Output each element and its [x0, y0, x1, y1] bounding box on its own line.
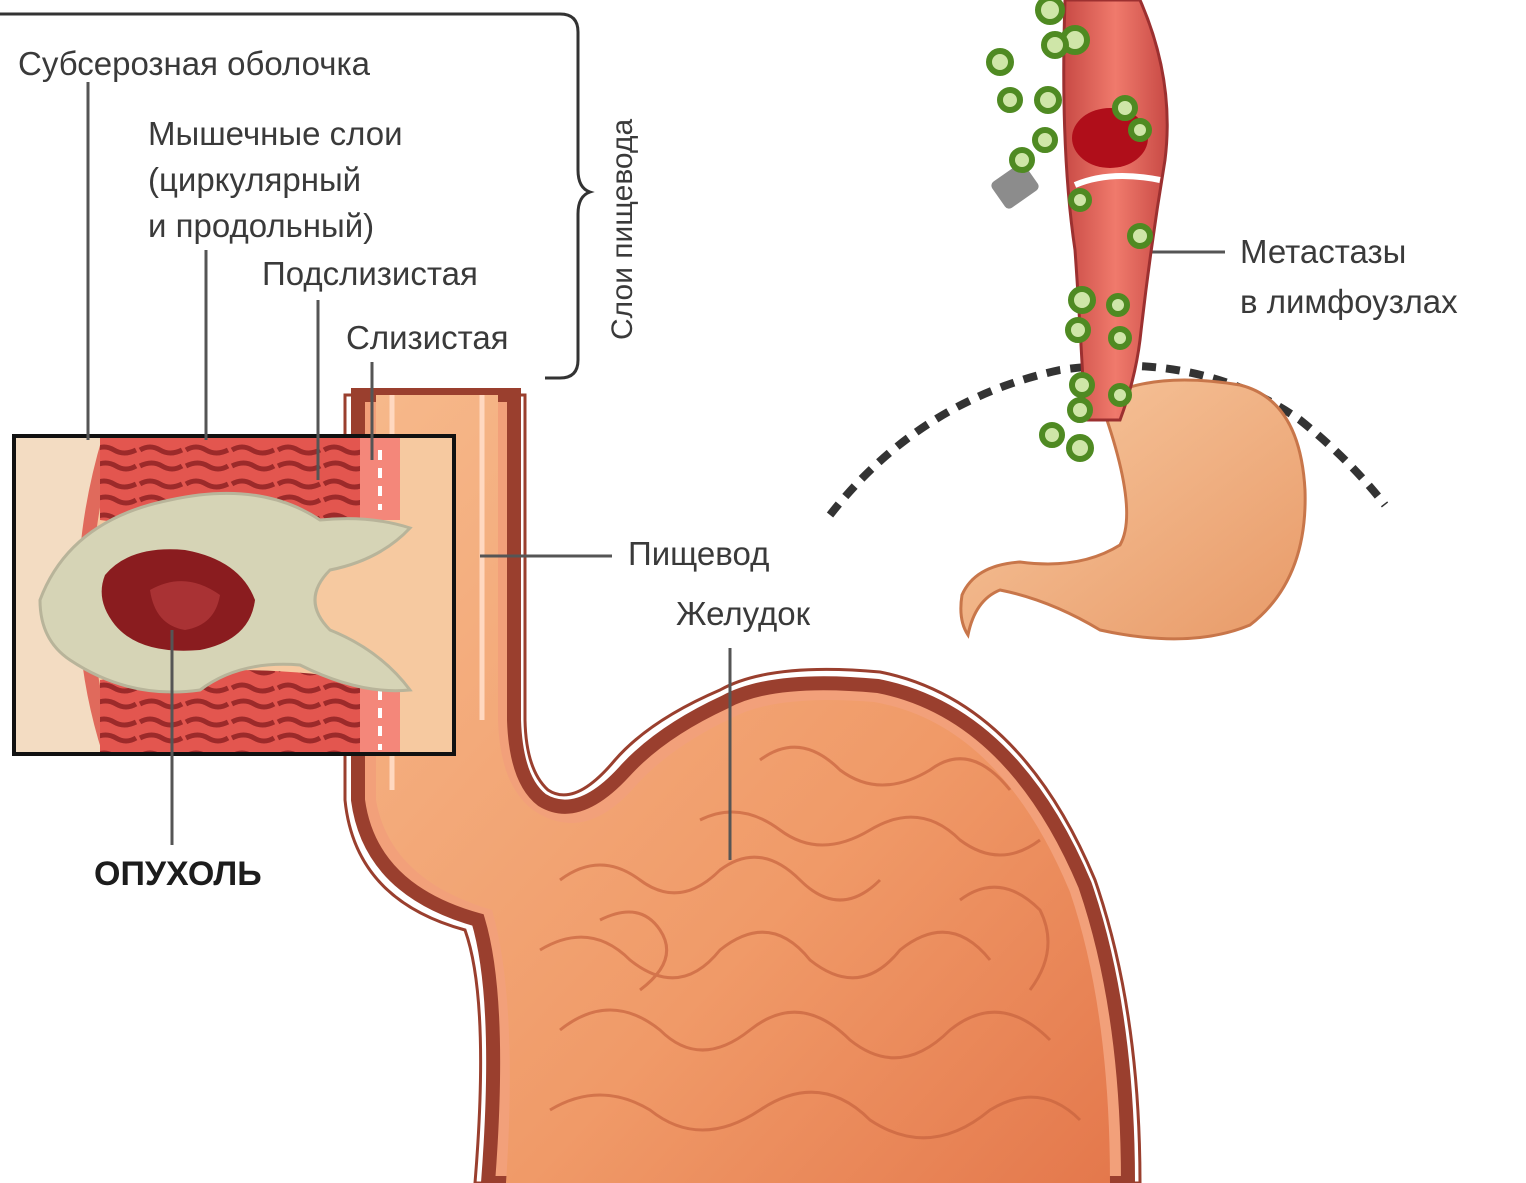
label-muscle-line1: Мышечные слои	[148, 112, 403, 156]
label-layers-bracket: Слои пищевода	[606, 119, 640, 340]
stomach-main	[345, 395, 1140, 1183]
label-tumor: ОПУХОЛЬ	[94, 852, 262, 896]
label-subserosa: Субсерозная оболочка	[18, 42, 370, 86]
label-stomach: Желудок	[676, 592, 810, 636]
label-submucosa: Подслизистая	[262, 252, 478, 296]
label-muscle-line2: (циркулярный	[148, 158, 361, 202]
label-metastases-line1: Метастазы	[1240, 230, 1406, 274]
label-mucosa: Слизистая	[346, 316, 509, 360]
label-metastases-line2: в лимфоузлах	[1240, 280, 1458, 324]
inset-cross-section	[14, 436, 454, 754]
label-esophagus: Пищевод	[628, 532, 769, 576]
label-muscle-line3: и продольный)	[148, 204, 374, 248]
